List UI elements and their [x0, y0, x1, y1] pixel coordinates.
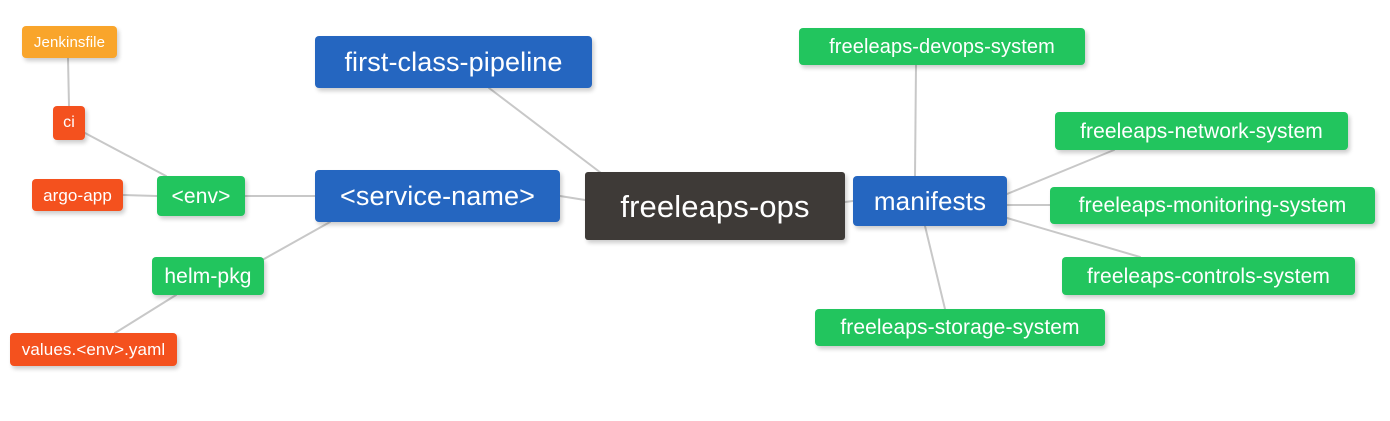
node-freeleaps-ops[interactable]: freeleaps-ops [585, 172, 845, 240]
node-label: values.<env>.yaml [21, 340, 166, 359]
edge-env-to-ci [84, 132, 167, 177]
node-label: freeleaps-devops-system [829, 35, 1055, 58]
node-label: ci [63, 114, 75, 131]
node-first-class-pipeline[interactable]: first-class-pipeline [315, 36, 592, 88]
edge-ci-to-jenkinsfile [67, 57, 70, 107]
node-jenkinsfile[interactable]: Jenkinsfile [22, 26, 117, 58]
node-label: freeleaps-controls-system [1087, 264, 1330, 288]
node-label: first-class-pipeline [344, 46, 563, 77]
node-label: argo-app [43, 185, 112, 205]
node-freeleaps-controls-system[interactable]: freeleaps-controls-system [1062, 257, 1355, 295]
node-label: <service-name> [340, 180, 535, 211]
node-ci[interactable]: ci [53, 106, 85, 140]
node-freeleaps-network-system[interactable]: freeleaps-network-system [1055, 112, 1348, 150]
edge-helm-pkg-to-values-env-yaml [114, 294, 177, 334]
node-label: freeleaps-ops [620, 188, 810, 224]
node-label: <env> [171, 184, 231, 208]
node-helm-pkg[interactable]: helm-pkg [152, 257, 264, 295]
edge-service-name-to-helm-pkg [263, 221, 331, 260]
node-freeleaps-storage-system[interactable]: freeleaps-storage-system [815, 309, 1105, 346]
node-env[interactable]: <env> [157, 176, 245, 216]
edge-freeleaps-ops-to-first-class-pipeline [488, 87, 606, 177]
edge-freeleaps-ops-to-manifests [844, 200, 854, 203]
edge-env-to-argo-app [122, 194, 158, 197]
edge-manifests-to-freeleaps-storage-system [924, 225, 946, 310]
node-freeleaps-devops-system[interactable]: freeleaps-devops-system [799, 28, 1085, 65]
node-manifests[interactable]: manifests [853, 176, 1007, 226]
node-values-env-yaml[interactable]: values.<env>.yaml [10, 333, 177, 366]
node-service-name[interactable]: <service-name> [315, 170, 560, 222]
node-label: freeleaps-network-system [1080, 119, 1323, 143]
node-label: freeleaps-monitoring-system [1078, 194, 1347, 217]
node-freeleaps-monitoring-system[interactable]: freeleaps-monitoring-system [1050, 187, 1375, 224]
node-argo-app[interactable]: argo-app [32, 179, 123, 211]
node-label: Jenkinsfile [33, 33, 106, 51]
node-label: freeleaps-storage-system [840, 316, 1080, 339]
node-label: manifests [873, 186, 987, 216]
node-label: helm-pkg [164, 264, 252, 288]
edge-manifests-to-freeleaps-devops-system [914, 64, 917, 177]
edge-freeleaps-ops-to-service-name [559, 195, 586, 201]
